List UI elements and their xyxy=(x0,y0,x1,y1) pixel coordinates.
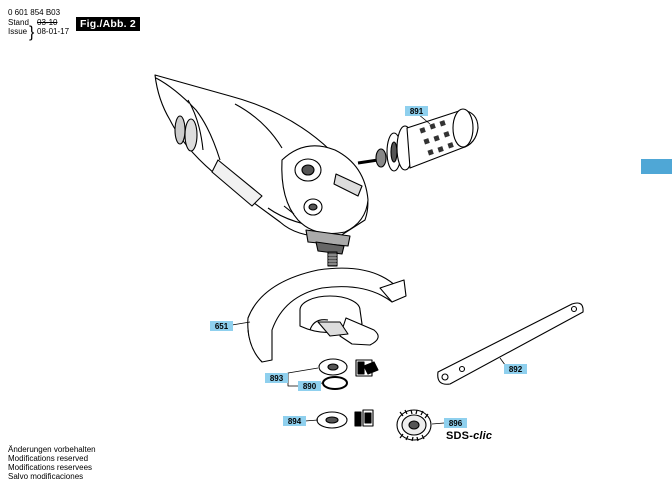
two-pin-spanner xyxy=(437,302,584,385)
protective-guard xyxy=(247,267,407,363)
callout-651: 651 xyxy=(215,322,229,331)
footer-line-en: Modifications reserved xyxy=(8,454,89,463)
figure-label: Fig./Abb. 2 xyxy=(76,17,140,31)
doc-number: 0 601 854 B03 xyxy=(8,8,61,17)
stand-value: 03-10 xyxy=(37,18,58,27)
footer-line-es: Salvo modificaciones xyxy=(8,472,84,481)
callout-896: 896 xyxy=(449,419,463,428)
callout-890: 890 xyxy=(303,382,317,391)
auxiliary-handle xyxy=(357,108,479,172)
mounting-flange xyxy=(316,409,374,429)
quick-clamping-nut xyxy=(396,409,432,442)
issue-value: 08-01-17 xyxy=(37,27,70,36)
grinder-body xyxy=(154,74,369,267)
stand-label: Stand xyxy=(8,18,29,27)
side-tab xyxy=(641,159,672,174)
footer-line-de: Änderungen vorbehalten xyxy=(8,445,96,454)
issue-label: Issue xyxy=(8,27,28,36)
callout-893: 893 xyxy=(270,374,284,383)
sds-clic-label: SDS-clic xyxy=(446,430,493,442)
header-brace: } xyxy=(29,24,35,41)
callout-894: 894 xyxy=(288,417,302,426)
callout-891: 891 xyxy=(410,107,424,116)
footer-line-fr: Modifications reservees xyxy=(8,463,93,472)
clamping-flange-assembly xyxy=(318,358,379,390)
callout-892: 892 xyxy=(509,365,523,374)
footer-notes: Änderungen vorbehalten Modifications res… xyxy=(8,445,96,481)
